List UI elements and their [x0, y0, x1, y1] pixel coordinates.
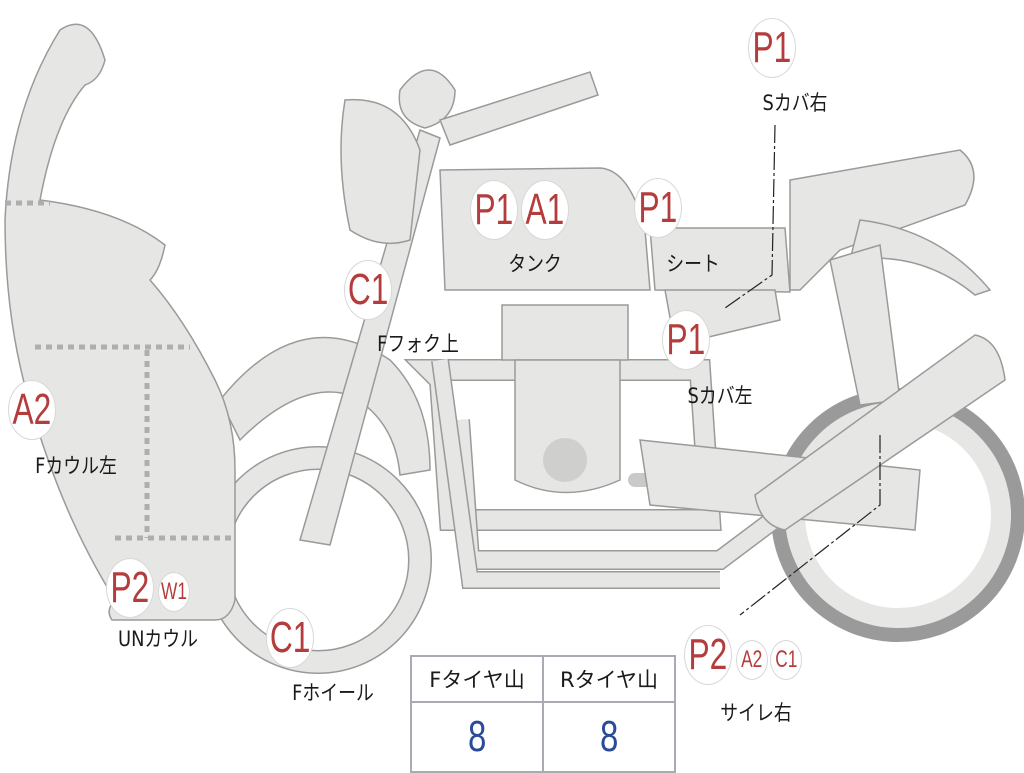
front-tire-header: Fタイヤ山	[410, 655, 544, 703]
marker-badge: C1	[344, 260, 392, 320]
marker-badge: A1	[521, 180, 569, 240]
tire-tread-table: Fタイヤ山 Rタイヤ山 8 8	[410, 655, 676, 773]
muffler	[754, 334, 1006, 531]
part-label: Fカウル左	[35, 454, 117, 478]
marker-badge: C1	[770, 640, 802, 680]
marker-badge: P1	[662, 310, 710, 370]
marker-badge: A2	[8, 380, 56, 440]
marker-badge: C1	[266, 608, 314, 668]
part-label: サイレ右	[720, 701, 792, 725]
marker-badge: W1	[158, 572, 190, 612]
part-label: Fフォク上	[377, 332, 459, 356]
part-label: Fホイール	[292, 681, 374, 705]
headlight	[340, 98, 421, 245]
engine	[501, 304, 629, 361]
marker-badge: P2	[106, 558, 154, 618]
marker-badge: P1	[634, 178, 682, 238]
part-label: シート	[666, 252, 720, 276]
marker-badge: P2	[684, 625, 732, 685]
front-tire-value: 8	[410, 701, 544, 773]
seat	[649, 227, 791, 293]
marker-badge: P1	[470, 180, 518, 240]
part-label: UNカウル	[118, 627, 198, 651]
part-label: Sカバ右	[762, 91, 828, 115]
rear-tire-header: Rタイヤ山	[542, 655, 676, 703]
part-label: Sカバ左	[687, 384, 753, 408]
rear-tire-value: 8	[542, 701, 676, 773]
marker-badge: P1	[748, 18, 796, 78]
front-cowl	[4, 23, 236, 621]
marker-badge: A2	[736, 640, 768, 680]
part-label: タンク	[508, 252, 562, 276]
